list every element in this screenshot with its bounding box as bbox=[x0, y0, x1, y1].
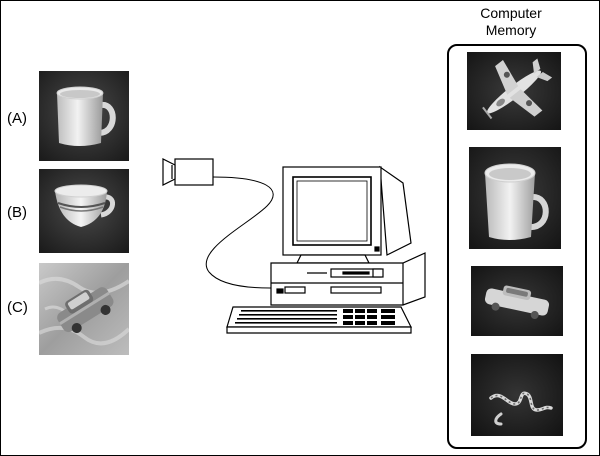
car-photo-memory bbox=[471, 266, 563, 336]
memory-box bbox=[447, 44, 587, 449]
teacup-photo-b bbox=[39, 169, 129, 253]
memory-title-line2: Memory bbox=[485, 22, 537, 38]
camera-icon bbox=[162, 158, 214, 186]
snake-photo-memory bbox=[471, 354, 563, 436]
keyboard-keys bbox=[235, 309, 395, 325]
memory-title: Computer Memory bbox=[441, 5, 581, 39]
label-a: (A) bbox=[7, 110, 27, 127]
mug-photo-a bbox=[39, 71, 129, 161]
camera-cable bbox=[205, 176, 274, 289]
mug-photo-memory bbox=[469, 147, 561, 249]
label-c: (C) bbox=[7, 299, 28, 316]
label-b: (B) bbox=[7, 204, 27, 221]
memory-title-line1: Computer bbox=[480, 5, 542, 21]
computer-icon bbox=[226, 165, 426, 334]
car-photo-c bbox=[39, 263, 129, 355]
airplane-photo bbox=[467, 52, 561, 130]
